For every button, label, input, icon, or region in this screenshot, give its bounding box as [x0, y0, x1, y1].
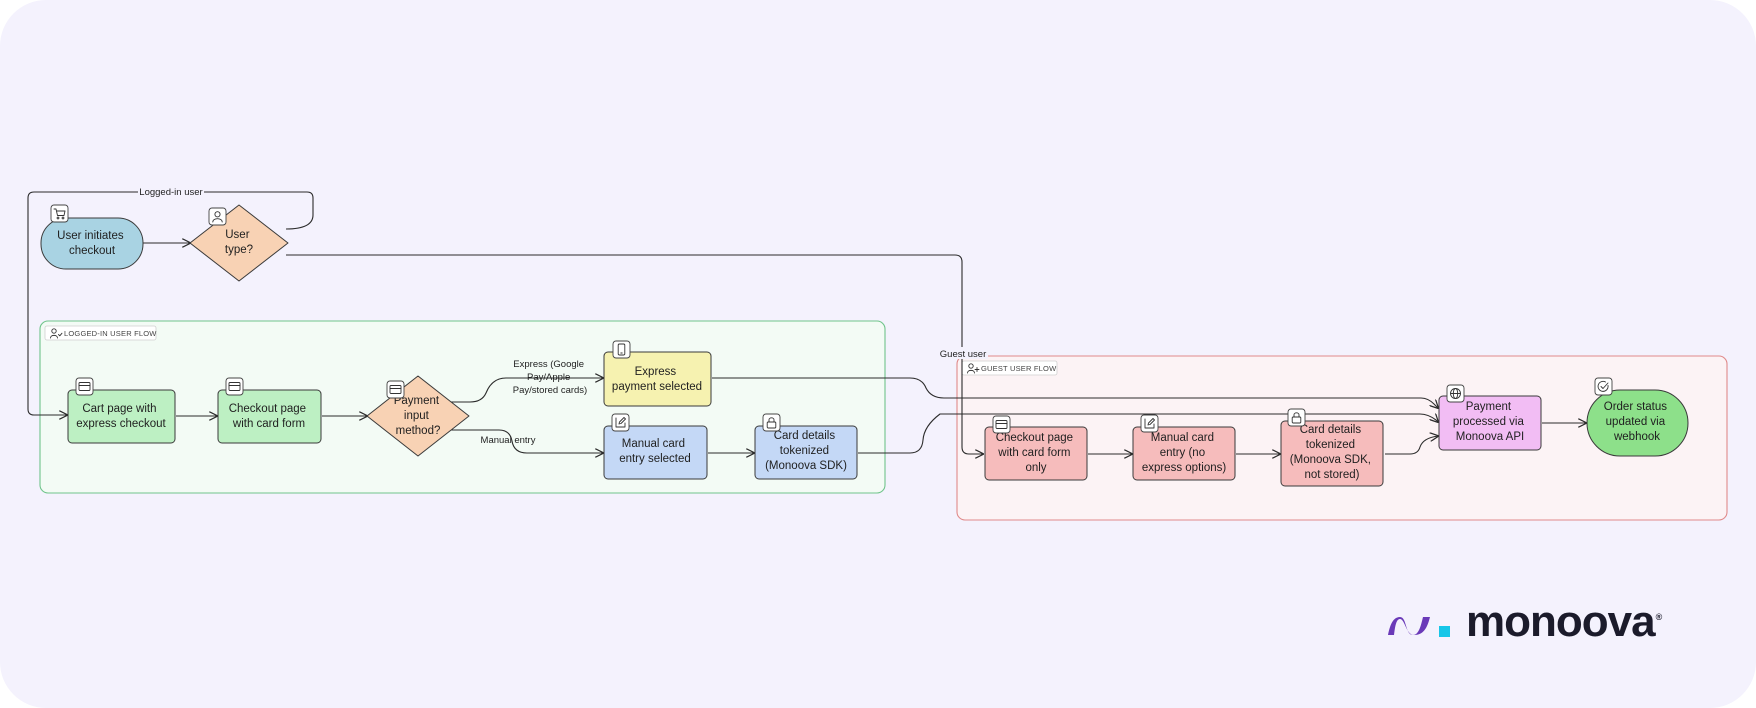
edge-label-logged-in-user: Logged-in user — [139, 187, 202, 198]
node-user-type-shape — [189, 204, 289, 282]
node-cart-page-shape — [67, 389, 176, 444]
node-guest-manual-card-entry[interactable]: Manual card entry (no express options) — [1132, 414, 1236, 481]
card-icon — [75, 377, 94, 396]
edge-labels: Logged-in user Guest user Express (Googl… — [138, 185, 988, 446]
node-tokenized-shape — [754, 425, 858, 480]
card-icon — [386, 380, 405, 399]
edge-user-type-logged-in — [27, 191, 314, 415]
lock-icon — [762, 413, 781, 432]
user-check-icon — [50, 328, 63, 339]
node-order-status-label: Order status updated via webhook — [1604, 401, 1670, 443]
node-express-payment-selected[interactable]: Express payment selected — [603, 340, 712, 407]
edge-label-express-line-3: Pay/stored cards) — [513, 385, 587, 396]
node-guest-checkout-page[interactable]: Checkout page with card form only — [984, 415, 1088, 481]
user-icon — [208, 207, 227, 226]
node-cart-page[interactable]: Cart page with express checkout — [67, 377, 176, 444]
logged-in-flow-label-tag: LOGGED-IN USER FLOW — [44, 325, 157, 341]
edge-label-express: Express (Google Pay/Apple Pay/stored car… — [513, 359, 587, 396]
monoova-wordmark: monoova® — [1466, 597, 1662, 646]
edge-payment-method-express — [448, 378, 603, 403]
node-order-status-shape — [1586, 389, 1689, 457]
node-guest-manual-label: Manual card entry (no express options) — [1142, 432, 1227, 474]
edge-payment-method-manual — [448, 429, 603, 453]
user-plus-icon — [967, 363, 980, 374]
node-payment-processed-label: Payment processed via Monoova API — [1453, 401, 1527, 443]
edit-icon — [1140, 414, 1159, 433]
node-checkout-page-shape — [217, 389, 322, 444]
edge-label-manual-entry: Manual entry — [481, 435, 536, 446]
node-user-initiates-checkout[interactable]: User initiates checkout — [40, 204, 144, 270]
node-express-shape — [603, 351, 712, 407]
node-payment-input-method[interactable]: Payment input method? — [366, 375, 470, 457]
node-guest-checkout-shape — [984, 426, 1088, 481]
cart-icon — [50, 204, 69, 223]
node-checkout-page[interactable]: Checkout page with card form — [217, 377, 322, 444]
guest-flow-label-tag: GUEST USER FLOW — [961, 360, 1058, 376]
node-manual-card-entry-selected[interactable]: Manual card entry selected — [603, 413, 708, 480]
lock-icon — [1287, 408, 1306, 427]
node-payment-processed[interactable]: Payment processed via Monoova API — [1438, 384, 1542, 451]
node-order-status-updated[interactable]: Order status updated via webhook — [1586, 377, 1689, 457]
globe-icon — [1446, 384, 1465, 403]
node-start-shape — [40, 217, 144, 270]
guest-flow-label: GUEST USER FLOW — [981, 364, 1057, 373]
edge-label-express-line-1: Express (Google — [513, 359, 584, 370]
node-guest-tokenized-label: Card details tokenized (Monoova SDK, not… — [1290, 424, 1374, 481]
node-cart-page-label: Cart page with express checkout — [76, 403, 166, 430]
node-user-type-label: User type? — [225, 229, 253, 256]
node-guest-card-details-tokenized[interactable]: Card details tokenized (Monoova SDK, not… — [1280, 408, 1384, 487]
card-icon — [225, 377, 244, 396]
node-checkout-page-label: Checkout page with card form — [229, 403, 310, 430]
node-guest-tokenized-shape — [1280, 420, 1384, 487]
node-payment-processed-shape — [1438, 395, 1542, 451]
node-tokenized-label: Card details tokenized (Monoova SDK) — [765, 430, 847, 472]
logged-in-flow-label: LOGGED-IN USER FLOW — [64, 329, 157, 338]
edit-icon — [611, 413, 630, 432]
node-card-details-tokenized[interactable]: Card details tokenized (Monoova SDK) — [754, 413, 858, 480]
node-start-label: User initiates checkout — [57, 230, 127, 257]
card-icon — [992, 415, 1011, 434]
node-manual-selected-shape — [603, 425, 708, 480]
monoova-logo-mark — [1388, 617, 1450, 637]
edge-label-express-line-2: Pay/Apple — [527, 372, 570, 383]
node-payment-method-label: Payment input method? — [394, 395, 443, 437]
node-guest-checkout-label: Checkout page with card form only — [996, 432, 1077, 474]
edge-tokenized-to-payment — [858, 414, 1438, 454]
node-guest-manual-shape — [1132, 426, 1236, 481]
node-express-label: Express payment selected — [612, 366, 702, 393]
check-circle-icon — [1594, 377, 1613, 396]
edge-label-guest-user: Guest user — [940, 349, 986, 360]
node-manual-selected-label: Manual card entry selected — [619, 438, 691, 465]
monoova-logo: monoova® — [1386, 597, 1662, 646]
edge-guest-tokenized-to-payment — [1385, 436, 1438, 455]
phone-icon — [612, 340, 631, 359]
edge-express-to-payment — [712, 377, 1438, 408]
node-user-type[interactable]: User type? — [189, 204, 289, 282]
